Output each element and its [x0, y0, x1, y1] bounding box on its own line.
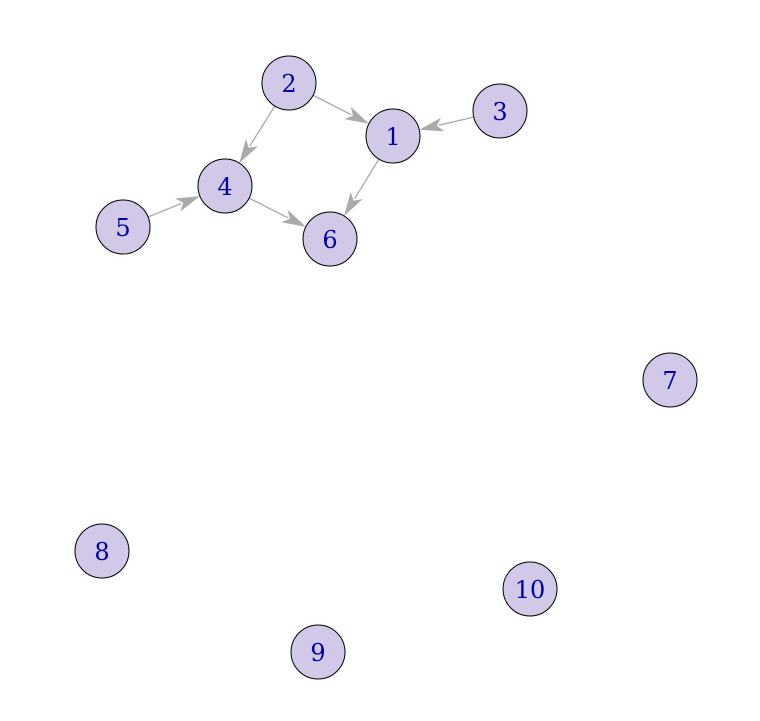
edge-line: [147, 202, 182, 218]
edge-4-6: [248, 197, 306, 227]
node-10: 10: [502, 561, 558, 617]
node-label: 6: [322, 226, 337, 254]
edge-arrowhead: [281, 209, 306, 227]
edge-line: [248, 197, 289, 219]
node-circle: [74, 523, 130, 579]
node-9: 9: [290, 624, 346, 680]
node-circle: [365, 108, 421, 164]
edge-2-1: [312, 94, 369, 124]
node-8: 8: [74, 523, 130, 579]
edge-arrowhead: [239, 138, 258, 164]
node-circle: [472, 83, 528, 139]
edge-5-4: [147, 196, 200, 218]
node-label: 2: [281, 70, 296, 98]
edge-line: [353, 158, 380, 200]
edge-3-1: [419, 116, 474, 132]
node-3: 3: [472, 83, 528, 139]
node-5: 5: [95, 199, 151, 255]
node-circle: [642, 352, 698, 408]
node-2: 2: [261, 55, 317, 111]
node-label: 3: [492, 98, 507, 126]
edge-arrowhead: [344, 191, 363, 216]
node-label: 4: [217, 173, 232, 201]
node-circle: [502, 561, 558, 617]
node-label: 7: [662, 367, 677, 395]
node-7: 7: [642, 352, 698, 408]
node-1: 1: [365, 108, 421, 164]
edge-line: [312, 94, 352, 116]
node-4: 4: [197, 158, 253, 214]
node-circle: [302, 211, 358, 267]
node-label: 8: [94, 538, 109, 566]
edge-line: [249, 105, 276, 147]
node-label: 5: [115, 214, 130, 242]
nodes-layer: 1 2 3 4 5 6 7 8 9 10: [74, 55, 698, 680]
edge-line: [438, 116, 474, 126]
edges-layer: [147, 94, 474, 227]
node-circle: [290, 624, 346, 680]
node-circle: [95, 199, 151, 255]
edge-arrowhead: [344, 106, 369, 124]
node-6: 6: [302, 211, 358, 267]
edge-arrowhead: [175, 196, 200, 212]
edge-2-4: [239, 105, 276, 164]
node-circle: [197, 158, 253, 214]
node-label: 9: [310, 639, 325, 667]
node-circle: [261, 55, 317, 111]
edge-1-6: [344, 158, 380, 216]
node-label: 1: [385, 123, 400, 151]
edge-arrowhead: [419, 117, 445, 132]
node-label: 10: [515, 576, 546, 604]
